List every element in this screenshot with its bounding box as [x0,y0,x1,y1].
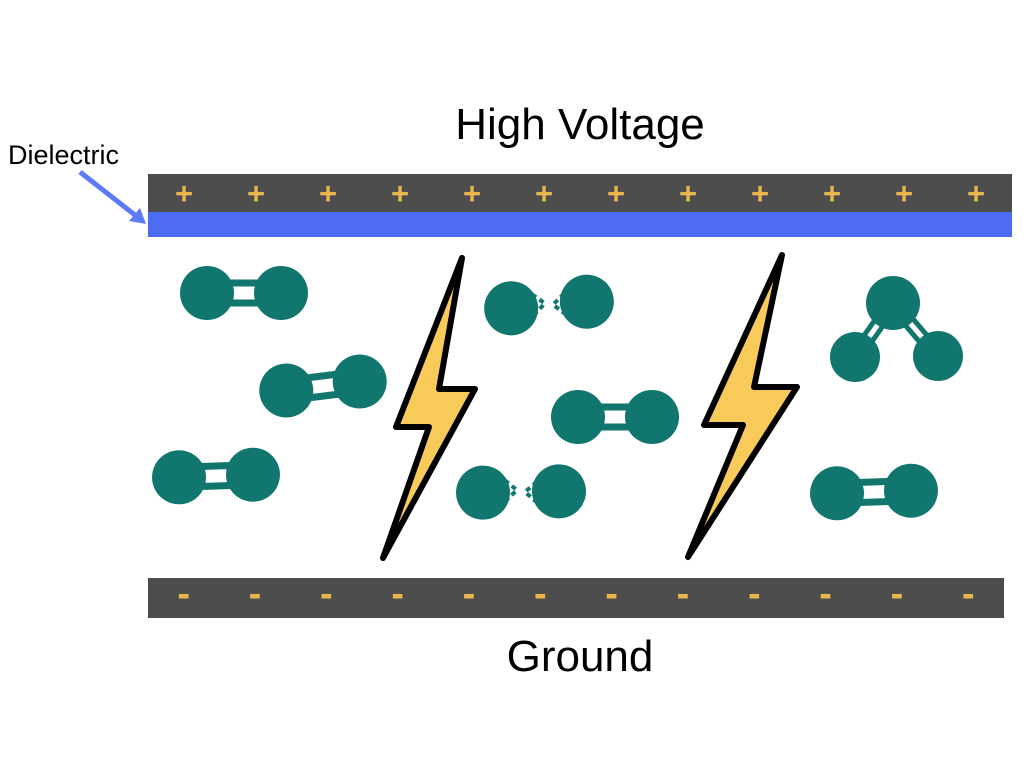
minus-symbol: - [676,573,690,615]
plus-symbol: + [822,175,842,211]
plus-symbol: + [390,175,410,211]
molecule-bent [830,276,963,382]
minus-symbol: - [391,573,404,615]
molecule-diatomic [551,390,679,444]
plus-symbol: + [174,175,194,211]
minus-symbol: - [177,573,190,615]
dielectric-layer [148,212,1012,237]
dielectric-arrow-icon [78,170,146,224]
minus-symbol: - [319,573,333,615]
plus-symbol: + [318,175,338,211]
minus-symbol: - [248,573,262,615]
plus-symbol: + [894,175,914,211]
minus-symbol: - [890,573,904,615]
minus-symbol: - [961,573,975,615]
lightning-bolt-icon [380,255,478,561]
minus-symbol: - [462,573,476,615]
dielectric-label: Dielectric [8,140,120,170]
page-title: High Voltage [455,100,705,149]
molecule-diatomic [809,463,939,521]
plus-symbol: + [534,175,554,211]
plus-symbol: + [750,175,770,211]
molecule-breaking [479,270,619,340]
molecule-breaking [453,461,589,523]
plus-symbol: + [462,175,482,211]
molecule-diatomic [151,447,281,505]
bottom-electrode-bar: - - - - - - - - - - - - [148,573,1004,618]
molecule-diatomic [180,266,308,320]
ground-label: Ground [506,632,654,681]
minus-symbol: - [819,573,832,615]
plus-symbol: + [966,175,986,211]
plus-symbol: + [678,175,698,211]
minus-symbol: - [605,573,618,615]
minus-symbol: - [747,573,761,615]
minus-symbol: - [533,573,547,615]
top-electrode-bar: + + + + + + + + + + + + [148,174,1012,212]
plus-symbol: + [606,175,626,211]
lightning-bolt-icon [685,252,800,560]
plus-symbol: + [246,175,266,211]
molecule-diatomic [256,351,390,420]
